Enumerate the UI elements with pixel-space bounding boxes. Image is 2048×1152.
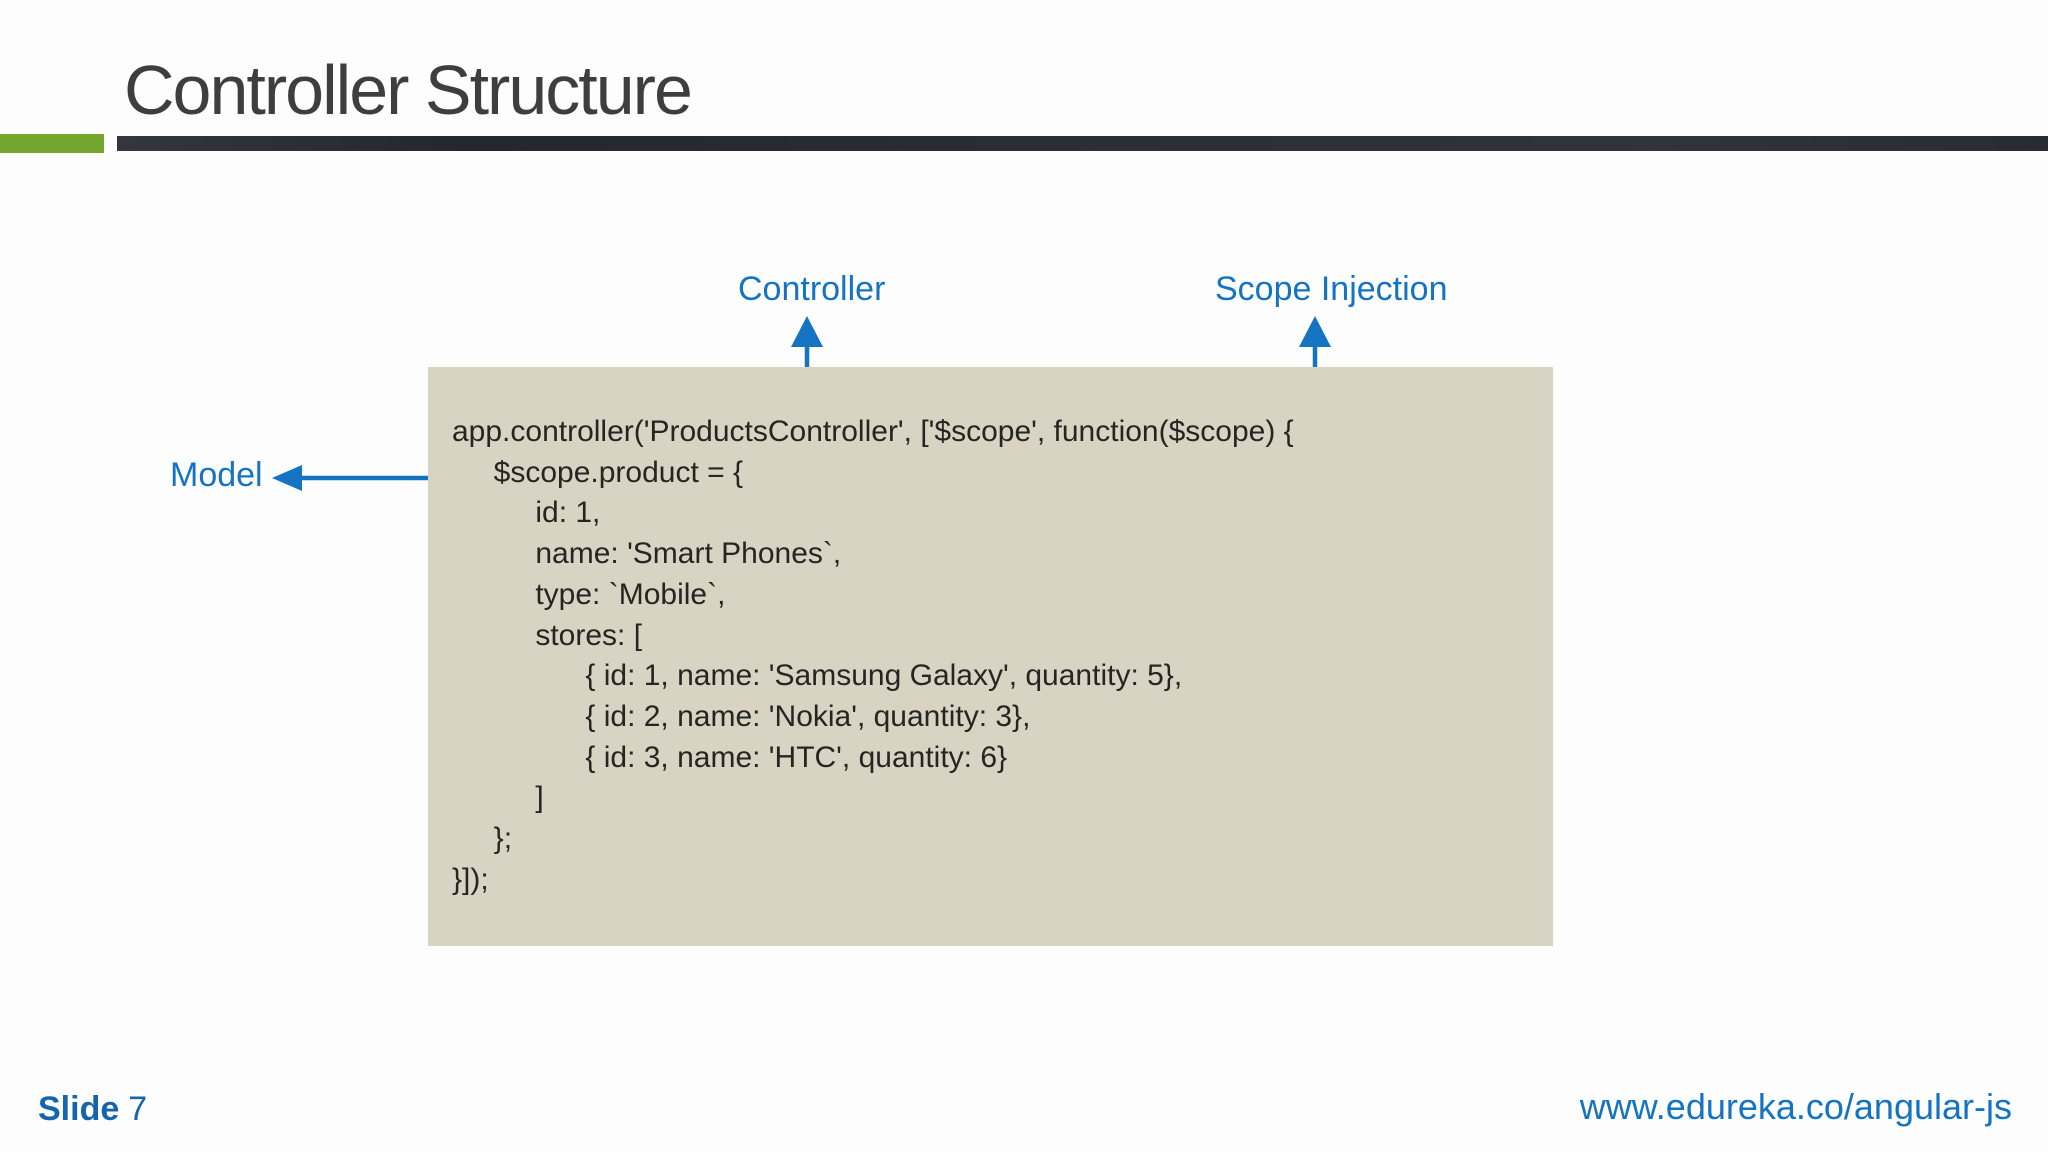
code-line: type: `Mobile`, [452, 577, 726, 611]
slide-number-label: Slide [38, 1090, 120, 1128]
code-lines: app.controller('ProductsController', ['$… [452, 412, 1553, 900]
page-title: Controller Structure [124, 51, 693, 129]
label-model: Model [170, 456, 263, 494]
code-line: { id: 2, name: 'Nokia', quantity: 3}, [452, 699, 1031, 733]
code-line: name: 'Smart Phones`, [452, 537, 842, 571]
code-line: stores: [ [452, 618, 643, 652]
code-line: id: 1, [452, 496, 601, 530]
code-block: app.controller('ProductsController', ['$… [428, 367, 1553, 946]
label-controller: Controller [738, 270, 886, 308]
code-line: $scope.product = { [452, 455, 744, 489]
code-line: { id: 3, name: 'HTC', quantity: 6} [452, 740, 1008, 774]
slide-number-value: 7 [128, 1090, 148, 1128]
footer-url: www.edureka.co/angular-js [1579, 1086, 2012, 1127]
code-line: }]); [452, 862, 489, 896]
code-line: { id: 1, name: 'Samsung Galaxy', quantit… [452, 659, 1183, 693]
code-line: }; [452, 822, 513, 856]
accent-bar-green [0, 134, 104, 153]
code-line: ] [452, 781, 544, 815]
label-scope-injection: Scope Injection [1215, 270, 1448, 308]
code-line: app.controller('ProductsController', ['$… [452, 415, 1294, 448]
title-divider-bar [117, 136, 2048, 151]
